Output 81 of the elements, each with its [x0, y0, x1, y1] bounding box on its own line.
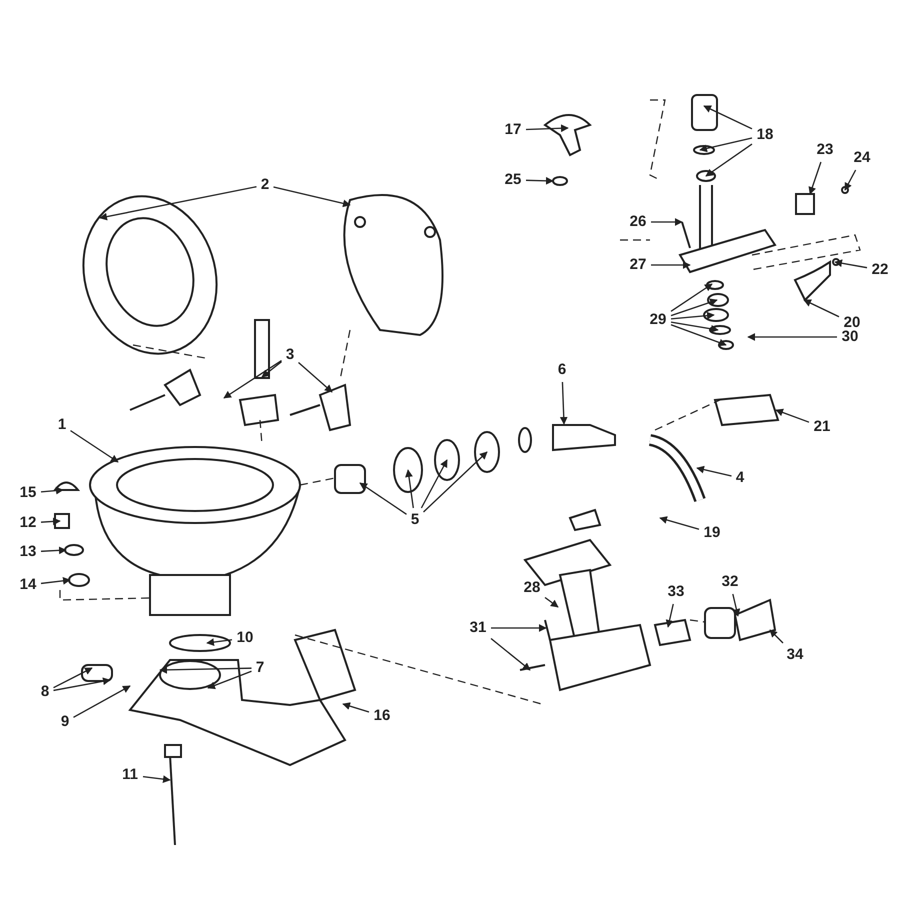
leader-line — [670, 298, 718, 316]
callout-number: 31 — [468, 619, 488, 637]
leader-line — [670, 324, 727, 346]
callout-number: 16 — [372, 707, 392, 725]
callout-number: 5 — [410, 511, 420, 529]
leader-line — [491, 624, 547, 632]
leader-line — [40, 486, 64, 494]
leader-line — [670, 312, 715, 320]
callout-number: 28 — [522, 579, 542, 597]
leader-line — [342, 702, 370, 713]
leader-line — [405, 469, 414, 508]
leader-line — [651, 261, 691, 269]
callout-number: 3 — [284, 346, 296, 364]
leader-line — [223, 360, 282, 399]
callout-number: 6 — [556, 361, 568, 379]
leader-line — [526, 176, 554, 185]
leader-line — [834, 259, 868, 268]
leader-line — [670, 283, 713, 312]
leader-line — [142, 775, 171, 783]
leader-line — [769, 629, 784, 644]
leader-line — [808, 162, 822, 195]
leader-line — [699, 137, 752, 152]
callout-number: 4 — [734, 469, 746, 487]
leader-line — [651, 218, 683, 226]
callout-number: 13 — [18, 543, 38, 561]
leader-line — [207, 670, 252, 690]
leader-line — [73, 685, 131, 718]
callout-number: 15 — [18, 484, 38, 502]
callout-number: 33 — [666, 583, 686, 601]
leader-line — [206, 638, 232, 646]
leader-line — [803, 299, 840, 318]
callout-number: 23 — [815, 141, 835, 159]
callout-number: 29 — [648, 311, 668, 329]
callout-number: 11 — [120, 766, 140, 784]
leader-line — [747, 333, 837, 341]
leader-line — [696, 466, 732, 477]
leader-line — [666, 604, 674, 628]
leader-line — [40, 546, 67, 554]
leader-line — [544, 596, 559, 608]
leader-line — [844, 170, 856, 191]
callout-number: 12 — [18, 514, 38, 532]
callout-number: 18 — [755, 126, 775, 144]
leader-line — [490, 638, 531, 670]
callout-number: 10 — [235, 629, 255, 647]
leader-line — [273, 186, 351, 208]
callout-number: 21 — [812, 418, 832, 436]
callout-number: 17 — [503, 121, 523, 139]
callout-number: 9 — [60, 713, 70, 731]
leader-line — [40, 518, 61, 526]
leader-line — [40, 576, 71, 585]
callout-number: 14 — [18, 576, 38, 594]
callout-number: 26 — [628, 213, 648, 231]
callout-number: 8 — [40, 683, 50, 701]
leader-line — [261, 361, 282, 378]
leader-line — [705, 144, 752, 177]
leader-line — [659, 516, 700, 530]
callout-number: 27 — [628, 256, 648, 274]
leader-line — [775, 408, 810, 423]
leader-line — [423, 451, 488, 512]
callout-number: 24 — [852, 149, 872, 167]
callout-number: 7 — [254, 659, 266, 677]
callout-number: 32 — [720, 573, 740, 591]
callout-number: 25 — [503, 171, 523, 189]
callout-number: 19 — [702, 524, 722, 542]
callout-number: 1 — [56, 416, 68, 434]
leader-line — [159, 666, 252, 674]
leader-line — [70, 430, 119, 463]
leader-line — [732, 594, 740, 617]
leader-line — [560, 382, 568, 425]
leader-line — [526, 124, 569, 132]
leader-line — [53, 677, 111, 692]
callout-number: 22 — [870, 261, 890, 279]
leader-line — [53, 667, 93, 688]
leader-line — [359, 482, 407, 515]
leader-line — [298, 362, 333, 393]
leader-line — [703, 105, 752, 130]
leader-line — [420, 459, 448, 508]
callout-number: 2 — [260, 176, 270, 194]
leader-line — [670, 322, 719, 333]
leader-line — [99, 186, 257, 220]
callout-number: 34 — [785, 646, 805, 664]
